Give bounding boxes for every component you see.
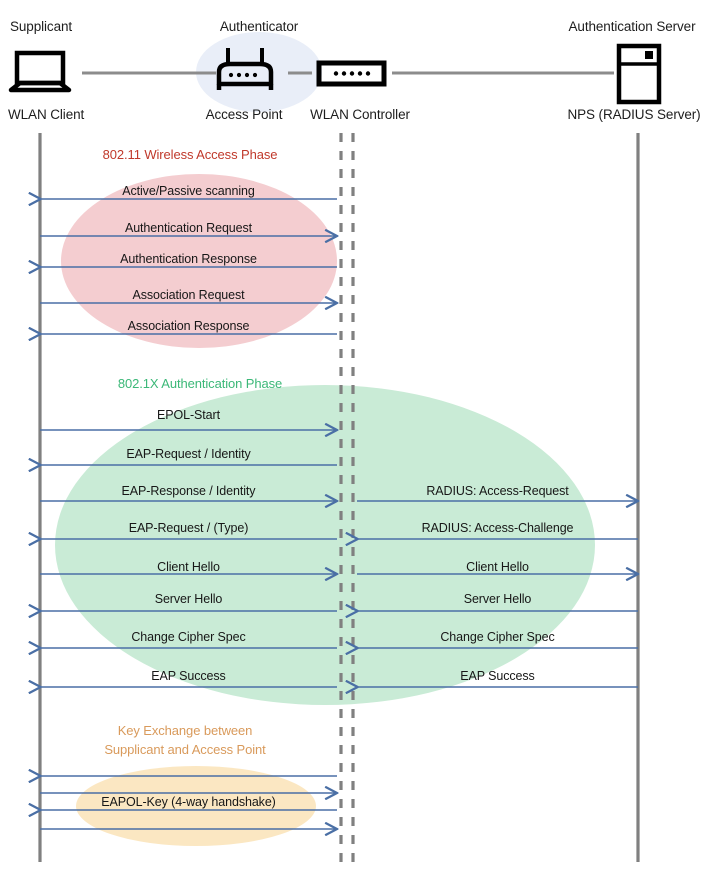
phase-label-802-1x: 802.1X Authentication Phase (117, 376, 283, 391)
message-label: EAP-Request / (Type) (128, 521, 249, 535)
laptop-icon (8, 50, 72, 93)
message-arrows (40, 199, 638, 829)
phase-label-key-exchange-line1: Key Exchange between (117, 723, 253, 738)
phase-802-11-ellipse (61, 174, 337, 348)
phase-label-key-exchange-line2: Supplicant and Access Point (104, 742, 266, 757)
message-label: RADIUS: Access-Request (426, 484, 569, 498)
message-label: EAP-Request / Identity (126, 447, 251, 461)
phase-label-key-exchange: Key Exchange between Supplicant and Acce… (75, 721, 295, 759)
phase-label-802-11: 802.11 Wireless Access Phase (102, 147, 278, 162)
actor-role-authenticator: Authenticator (219, 19, 299, 34)
actor-device-auth-server: NPS (RADIUS Server) (567, 107, 701, 122)
message-label: EAP Success (460, 669, 535, 683)
message-label: Association Response (127, 319, 250, 333)
message-label: Authentication Request (124, 221, 253, 235)
message-label: EAP-Response / Identity (121, 484, 256, 498)
message-label: Change Cipher Spec (440, 630, 555, 644)
message-label: Active/Passive scanning (122, 184, 255, 198)
actor-device-access-point: Access Point (205, 107, 283, 122)
message-label: Server Hello (463, 592, 532, 606)
wlan-controller-icon (316, 60, 387, 87)
message-label: Association Request (132, 288, 245, 302)
phase-key-exchange-ellipse (76, 766, 316, 846)
message-label: Client Hello (157, 560, 220, 574)
message-label: Authentication Response (120, 252, 257, 266)
message-label: Server Hello (154, 592, 223, 606)
actor-device-supplicant: WLAN Client (8, 107, 85, 122)
access-point-icon (216, 48, 274, 90)
message-label: Change Cipher Spec (131, 630, 246, 644)
message-label: Client Hello (466, 560, 529, 574)
server-icon (616, 43, 662, 105)
message-label: EPOL-Start (157, 408, 220, 422)
message-label: EAPOL-Key (4-way handshake) (101, 795, 276, 809)
message-label: RADIUS: Access-Challenge (421, 521, 574, 535)
actor-role-supplicant: Supplicant (10, 19, 73, 34)
phase-802-1x-ellipse (55, 385, 595, 705)
actor-role-auth-server: Authentication Server (568, 19, 696, 34)
actor-device-wlan-controller: WLAN Controller (310, 107, 410, 122)
message-label: EAP Success (151, 669, 226, 683)
